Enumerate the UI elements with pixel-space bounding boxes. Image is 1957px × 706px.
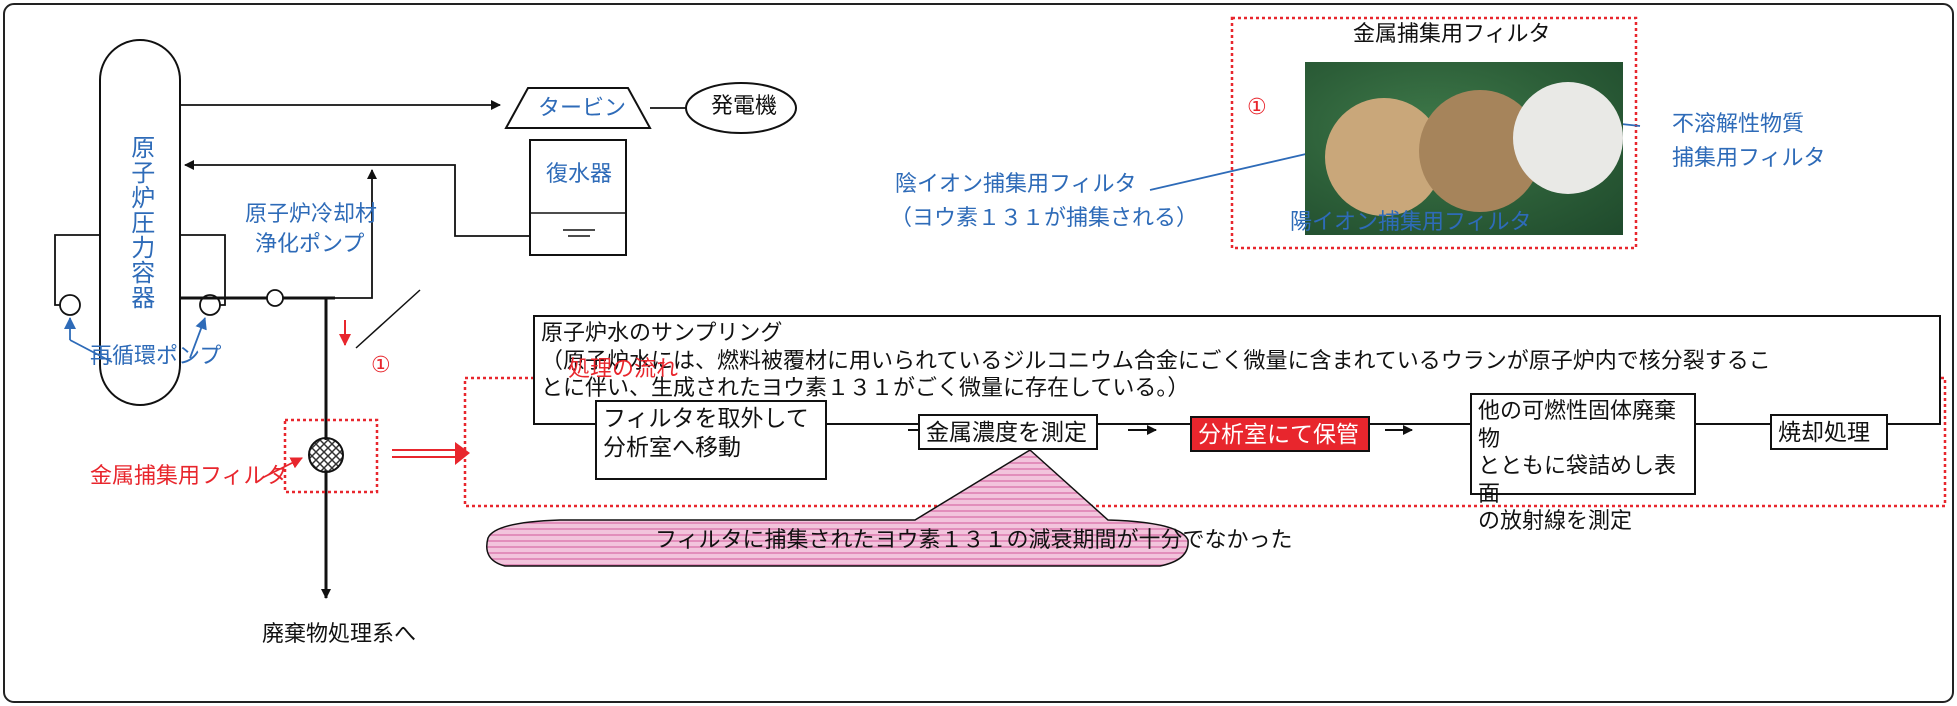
- flow-step-2: 金属濃度を測定: [918, 414, 1098, 450]
- flow-step-4-line-3: の放射線を測定: [1478, 509, 1633, 534]
- recirc-loop: [54, 234, 226, 290]
- flow-step-4-line-2: とともに袋詰めし表面: [1478, 454, 1677, 507]
- sampling-body-2: とに伴い、生成されたヨウ素１３１がごく微量に存在している。）: [541, 376, 1190, 401]
- marker-photo: ①: [1247, 95, 1267, 120]
- callout-shape: [486, 449, 1189, 567]
- marker-filter: ①: [371, 353, 391, 378]
- condenser-shape: [529, 139, 627, 256]
- metal-filter-label: 金属捕集用フィルタ: [90, 464, 288, 489]
- flow-step-1-line-2: 分析室へ移動: [603, 434, 741, 461]
- flow-step-1: フィルタを取外して 分析室へ移動: [595, 400, 827, 480]
- cleanup-pump: [266, 289, 284, 307]
- metal-filter-symbol: [308, 437, 344, 473]
- cleanup-pump-label-1: 原子炉冷却材: [245, 202, 378, 227]
- flow-step-5: 焼却処理: [1770, 414, 1888, 450]
- sampling-box: 原子炉水のサンプリング （原子炉水には、燃料被覆材に用いられているジルコニウム合…: [533, 315, 1941, 425]
- filter-photo: [1305, 62, 1623, 235]
- waste-label: 廃棄物処理系へ: [262, 622, 417, 647]
- sampling-body-1: （原子炉水には、燃料被覆材に用いられているジルコニウム合金にごく微量に含まれてい…: [541, 348, 1771, 374]
- anion-label-2: （ヨウ素１３１が捕集される）: [890, 206, 1199, 231]
- vessel-label: 原子炉圧力容器: [126, 135, 155, 310]
- cleanup-pump-label-2: 浄化ポンプ: [255, 232, 365, 257]
- turbine-label: タービン: [538, 96, 627, 121]
- insoluble-label-1: 不溶解性物質: [1672, 112, 1805, 137]
- outer-frame: [3, 3, 1954, 703]
- feedwater-line: [184, 160, 530, 237]
- callout-text: フィルタに捕集されたヨウ素１３１の減衰期間が十分でなかった: [655, 528, 1293, 553]
- recirc-pump-label: 再循環ポンプ: [90, 344, 222, 369]
- turbine-shape: [504, 87, 652, 129]
- filter-highlight: [283, 418, 379, 494]
- flow-step-4: 他の可燃性固体廃棄物 とともに袋詰めし表面 の放射線を測定: [1470, 393, 1696, 534]
- flow-title: 処理の流れ: [568, 357, 679, 382]
- cation-label: 陽イオン捕集用フィルタ: [1290, 210, 1532, 235]
- insoluble-label-2: 捕集用フィルタ: [1672, 146, 1826, 171]
- recirc-pump-left: [59, 294, 81, 316]
- insoluble-filter-disc: [1513, 82, 1623, 194]
- anion-label-1: 陰イオン捕集用フィルタ: [895, 172, 1137, 197]
- generator-label: 発電機: [711, 94, 778, 119]
- photo-frame: [1230, 16, 1638, 250]
- condenser-label: 復水器: [546, 162, 613, 187]
- generator-shape: [685, 82, 797, 134]
- flow-step-1-line-1: フィルタを取外して: [603, 406, 809, 432]
- flow-step-4-line-1: 他の可燃性固体廃棄物: [1478, 399, 1677, 452]
- reactor-vessel-shape: [99, 39, 181, 406]
- photo-title: 金属捕集用フィルタ: [1353, 22, 1551, 47]
- flow-step-3: 分析室にて保管: [1190, 416, 1370, 452]
- sampling-title: 原子炉水のサンプリング: [541, 321, 783, 346]
